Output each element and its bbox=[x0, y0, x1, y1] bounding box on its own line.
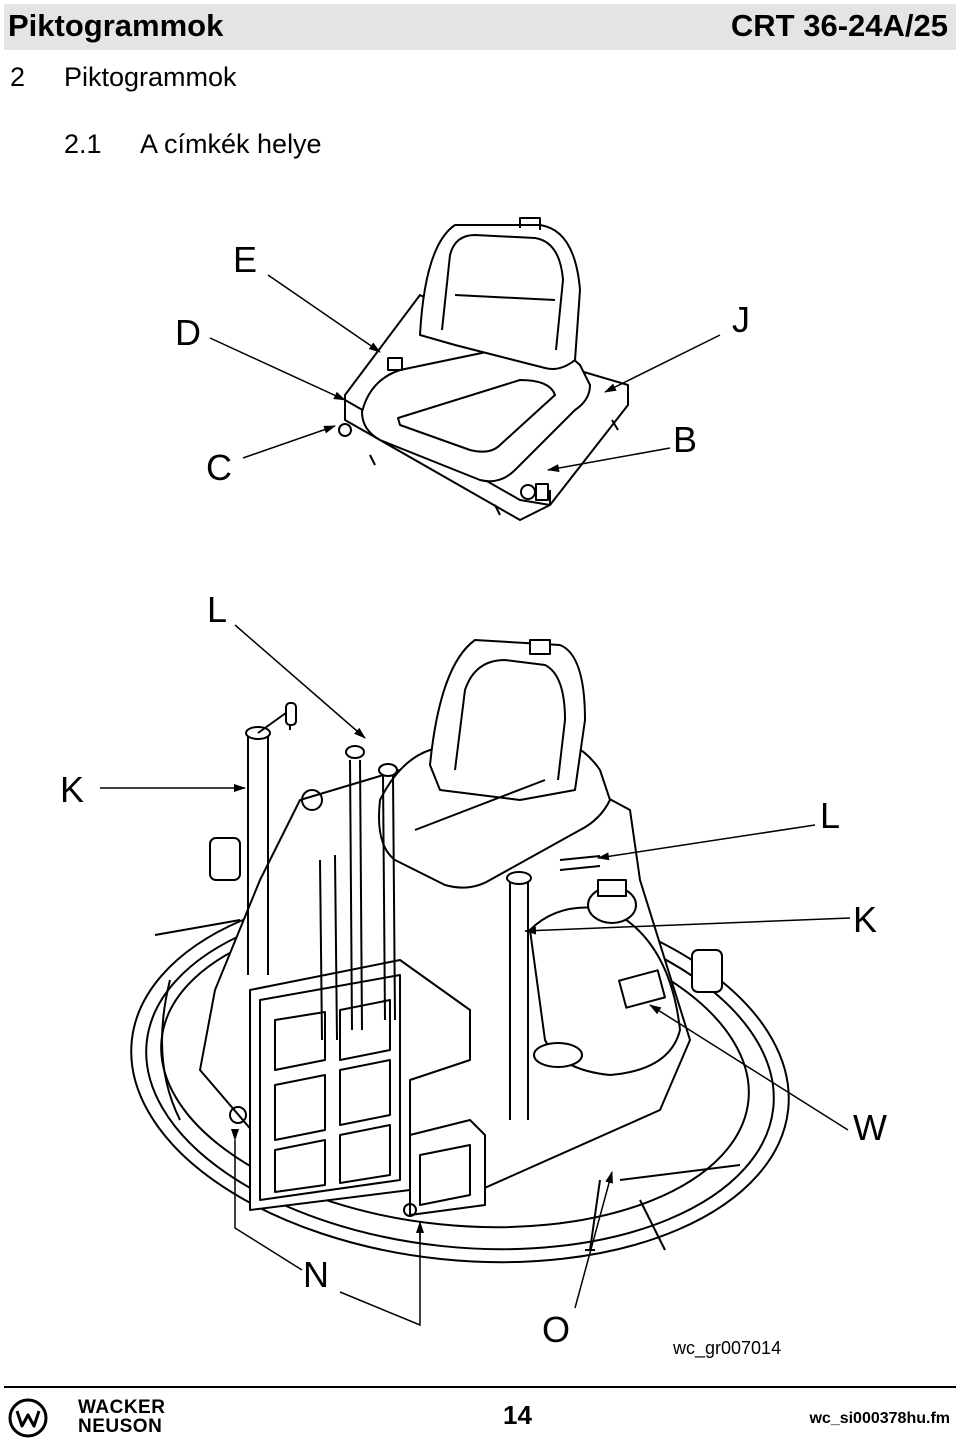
callout-b: B bbox=[673, 419, 697, 460]
page-number: 14 bbox=[503, 1400, 532, 1430]
seat-drawing bbox=[338, 217, 629, 521]
brand-line-1: WACKER bbox=[78, 1397, 166, 1418]
brand-line-2: NEUSON bbox=[78, 1416, 163, 1437]
subsection-number: 2.1 bbox=[64, 129, 102, 159]
subsection-title: A címkék helye bbox=[140, 129, 322, 159]
callout-l-top: L bbox=[207, 589, 227, 630]
callout-o: O bbox=[542, 1309, 570, 1350]
callout-d: D bbox=[175, 312, 201, 353]
figure-reference: wc_gr007014 bbox=[672, 1338, 781, 1359]
callout-w: W bbox=[853, 1107, 887, 1148]
label-location-figure: E D J C B bbox=[60, 217, 887, 1359]
brand-wordmark: WACKER NEUSON bbox=[78, 1398, 165, 1436]
callout-c: C bbox=[206, 447, 232, 488]
section-number: 2 bbox=[10, 62, 26, 92]
callout-e: E bbox=[233, 239, 257, 280]
header-bar bbox=[4, 4, 956, 50]
section-title: Piktogrammok bbox=[64, 62, 237, 92]
callout-l-right: L bbox=[820, 795, 840, 836]
callout-n: N bbox=[303, 1254, 329, 1295]
callout-k-left: K bbox=[60, 769, 84, 810]
wacker-neuson-logo-icon bbox=[8, 1398, 48, 1438]
footer-rule bbox=[4, 1386, 956, 1388]
trowel-drawing bbox=[130, 639, 790, 1264]
callout-k-right: K bbox=[853, 899, 877, 940]
header-model-name: CRT 36-24A/25 bbox=[730, 8, 948, 43]
header-chapter-title: Piktogrammok bbox=[8, 8, 224, 43]
callout-j: J bbox=[732, 299, 750, 340]
source-file-name: wc_si000378hu.fm bbox=[809, 1410, 950, 1427]
